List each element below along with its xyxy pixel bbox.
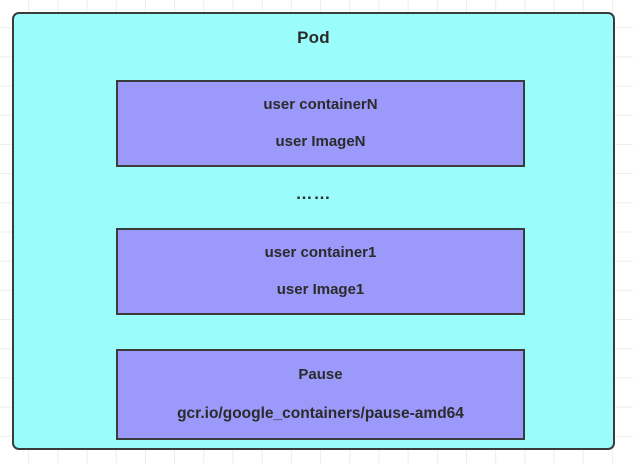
container-pause-name: Pause <box>298 366 343 384</box>
container-1-image: user Image1 <box>276 281 365 298</box>
ellipsis-separator: …… <box>295 184 332 203</box>
pod-title: Pod <box>297 28 330 47</box>
container-n-image: user ImageN <box>275 133 366 150</box>
container-box-n: user containerN user ImageN <box>116 80 525 167</box>
container-1-name: user container1 <box>264 243 377 261</box>
container-box-1: user container1 user Image1 <box>116 228 525 315</box>
pod-box: Pod user containerN user ImageN …… user … <box>12 12 615 450</box>
container-pause-image: gcr.io/google_containers/pause-amd64 <box>177 404 464 422</box>
container-n-name: user containerN <box>263 95 378 113</box>
container-box-pause: Pause gcr.io/google_containers/pause-amd… <box>116 349 525 440</box>
